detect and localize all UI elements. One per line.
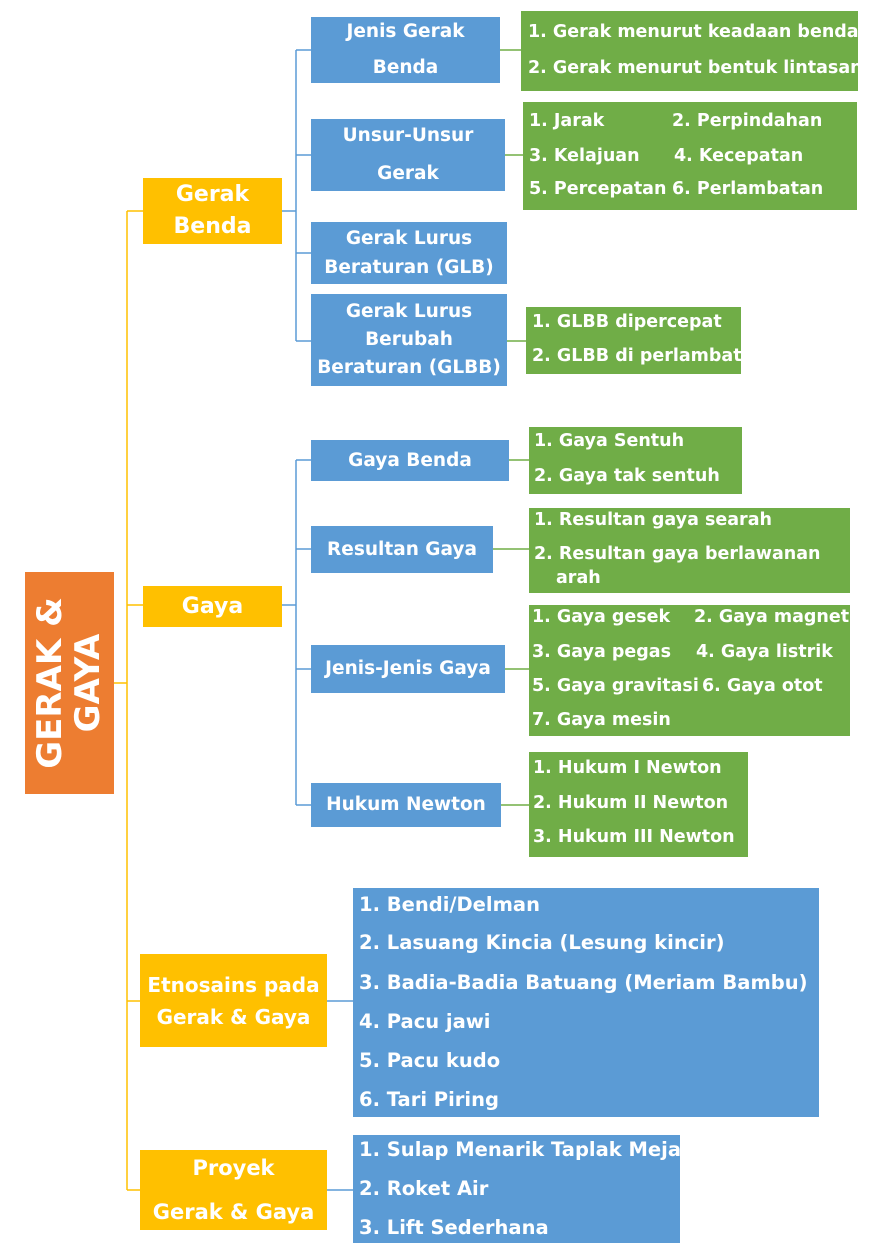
list-item: 1. Resultan gaya searah (534, 510, 772, 530)
topic-unsur-unsur-gerak: Unsur-Unsur Gerak (311, 119, 505, 191)
topic-unsur-unsur-gerak-line2: Gerak (377, 163, 439, 184)
topic-resultan-gaya-label: Resultan Gaya (327, 538, 477, 560)
list-item: 2. Hukum II Newton (533, 793, 729, 813)
list-item: 5. Gaya gravitasi (532, 676, 699, 696)
list-item: 5. Pacu kudo (359, 1049, 501, 1072)
root-label-line1: GERAK & (30, 597, 70, 769)
topic-gaya-benda-label: Gaya Benda (348, 449, 472, 471)
topic-jenis-jenis-gaya-label: Jenis-Jenis Gaya (325, 658, 491, 679)
details-jenis-gerak-benda: 1. Gerak menurut keadaan benda 2. Gerak … (521, 11, 863, 91)
topic-glbb-line3: Beraturan (GLBB) (317, 357, 501, 378)
root-label: GERAK & GAYA (30, 568, 108, 798)
list-item: 5. Percepatan (529, 179, 667, 199)
category-gaya-label: Gaya (181, 593, 244, 619)
list-item: 1. Gaya gesek (532, 607, 671, 627)
list-item: 7. Gaya mesin (532, 710, 671, 730)
list-item: 1. Jarak (529, 111, 605, 131)
category-gaya: Gaya (143, 586, 282, 627)
topic-jenis-jenis-gaya: Jenis-Jenis Gaya (311, 645, 505, 693)
list-item: arah (556, 568, 601, 588)
category-etnosains-line1: Etnosains pada (147, 972, 320, 997)
topic-glbb: Gerak Lurus Berubah Beraturan (GLBB) (311, 294, 507, 386)
details-hukum-newton: 1. Hukum I Newton 2. Hukum II Newton 3. … (529, 752, 748, 857)
details-jenis-jenis-gaya: 1. Gaya gesek 2. Gaya magnet 3. Gaya peg… (529, 605, 850, 736)
details-unsur-unsur-gerak: 1. Jarak 2. Perpindahan 3. Kelajuan 4. K… (523, 102, 857, 210)
category-proyek-line2: Gerak & Gaya (152, 1200, 315, 1224)
topic-hukum-newton: Hukum Newton (311, 783, 501, 827)
list-item: 3. Lift Sederhana (359, 1216, 549, 1239)
list-item: 3. Badia-Badia Batuang (Meriam Bambu) (359, 971, 808, 994)
list-item: 1. GLBB dipercepat (532, 312, 722, 332)
list-item: 2. Lasuang Kincia (Lesung kincir) (359, 931, 725, 954)
list-item: 3. Hukum III Newton (533, 827, 735, 847)
topic-glbb-line1: Gerak Lurus (345, 301, 473, 322)
list-item: 2. Gerak menurut bentuk lintasan (528, 58, 863, 78)
topic-hukum-newton-label: Hukum Newton (326, 794, 486, 815)
list-item: 4. Kecepatan (674, 146, 804, 166)
details-resultan-gaya: 1. Resultan gaya searah 2. Resultan gaya… (529, 508, 850, 593)
list-item: 1. Bendi/Delman (359, 893, 540, 916)
topic-glb: Gerak Lurus Beraturan (GLB) (311, 222, 507, 284)
category-proyek-line1: Proyek (192, 1156, 275, 1180)
topic-jenis-gerak-benda-line2: Benda (372, 57, 439, 78)
list-item: 2. Gaya tak sentuh (534, 466, 720, 486)
topic-glb-line1: Gerak Lurus (345, 228, 473, 249)
list-item: 3. Gaya pegas (532, 642, 672, 662)
category-etnosains-line2: Gerak & Gaya (156, 1004, 311, 1029)
list-item: 6. Perlambatan (672, 179, 824, 199)
category-etnosains: Etnosains pada Gerak & Gaya (140, 954, 327, 1047)
topic-jenis-gerak-benda: Jenis Gerak Benda (311, 17, 500, 83)
root-label-line2: GAYA (68, 633, 108, 733)
list-item: 1. Hukum I Newton (533, 758, 722, 778)
root-node: GERAK & GAYA (25, 572, 114, 794)
category-gerak-benda-line2: Benda (173, 214, 252, 239)
details-gaya-benda: 1. Gaya Sentuh 2. Gaya tak sentuh (529, 427, 742, 494)
topic-gaya-benda: Gaya Benda (311, 440, 509, 481)
list-item: 6. Tari Piring (359, 1088, 499, 1111)
list-item: 4. Gaya listrik (696, 642, 833, 662)
details-etnosains: 1. Bendi/Delman 2. Lasuang Kincia (Lesun… (353, 888, 819, 1117)
details-glbb: 1. GLBB dipercepat 2. GLBB di perlambat (526, 307, 742, 374)
list-item: 1. Gerak menurut keadaan benda (528, 22, 859, 42)
category-gerak-benda: Gerak Benda (143, 178, 282, 244)
topic-glbb-line2: Berubah (365, 329, 453, 350)
list-item: 4. Pacu jawi (359, 1010, 491, 1033)
topic-glb-line2: Beraturan (GLB) (324, 257, 494, 278)
topic-jenis-gerak-benda-line1: Jenis Gerak (346, 21, 465, 42)
list-item: 2. Perpindahan (672, 111, 823, 131)
details-proyek: 1. Sulap Menarik Taplak Meja 2. Roket Ai… (353, 1135, 681, 1243)
category-proyek: Proyek Gerak & Gaya (140, 1150, 327, 1230)
topic-unsur-unsur-gerak-line1: Unsur-Unsur (342, 125, 474, 146)
topic-resultan-gaya: Resultan Gaya (311, 526, 493, 573)
list-item: 2. Gaya magnet (694, 607, 850, 627)
list-item: 1. Sulap Menarik Taplak Meja (359, 1138, 681, 1161)
list-item: 1. Gaya Sentuh (534, 431, 685, 451)
list-item: 2. Roket Air (359, 1177, 489, 1200)
list-item: 6. Gaya otot (702, 676, 823, 696)
category-gerak-benda-line1: Gerak (175, 182, 250, 207)
list-item: 3. Kelajuan (529, 146, 640, 166)
list-item: 2. GLBB di perlambat (532, 346, 742, 366)
list-item: 2. Resultan gaya berlawanan (534, 544, 821, 564)
